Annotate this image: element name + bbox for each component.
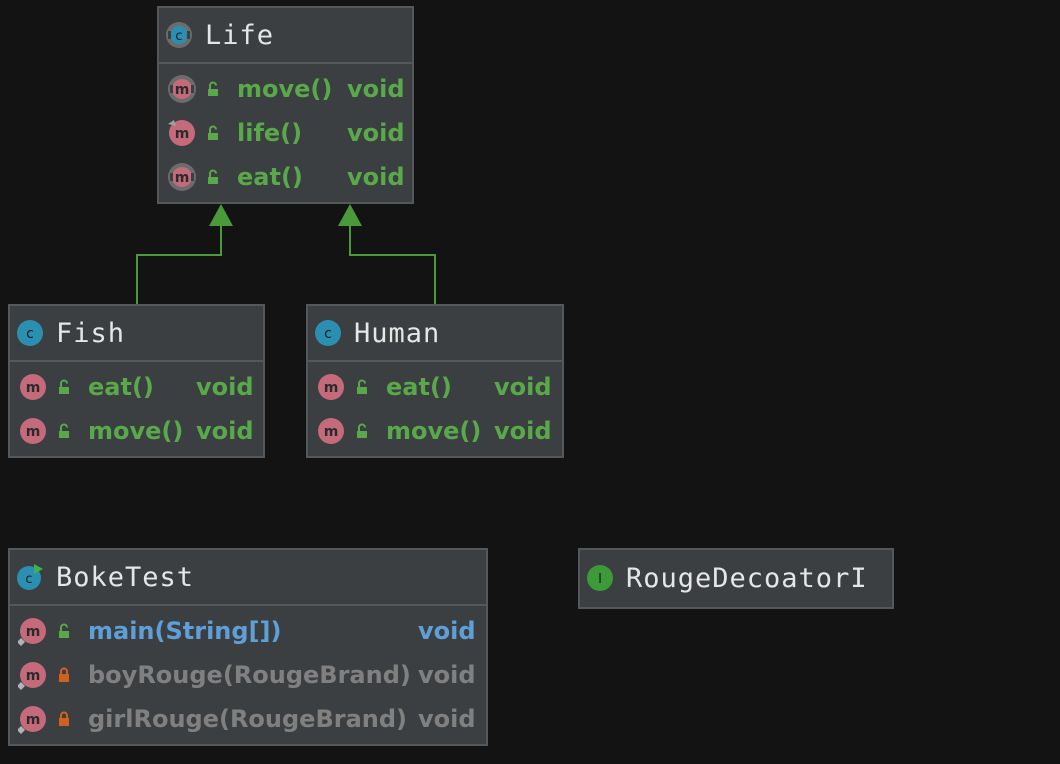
class-box-life[interactable]: c Life m move() void m: [157, 6, 414, 204]
class-header: c BokeTest: [10, 550, 486, 606]
class-box-boketest[interactable]: c BokeTest m main(String[]) void m: [8, 548, 488, 746]
interface-box-rougedecoatori[interactable]: I RougeDecoatorI: [578, 548, 894, 609]
method-row[interactable]: m eat() void: [159, 155, 412, 199]
member-list: m eat() void m move() void: [10, 362, 263, 453]
svg-text:c: c: [175, 29, 182, 44]
class-name: Human: [354, 317, 441, 349]
unlock-icon: [208, 81, 218, 96]
svg-text:m: m: [324, 424, 339, 440]
abstract-method-icon: m: [168, 75, 196, 103]
interface-icon: I: [587, 565, 613, 591]
method-row[interactable]: m move() void: [10, 409, 263, 453]
svg-text:m: m: [175, 82, 190, 98]
static-method-icon: m: [18, 706, 46, 734]
class-name: Fish: [56, 317, 126, 349]
member-list: m eat() void m move() void: [308, 362, 562, 453]
svg-text:I: I: [598, 572, 602, 587]
member-list: m move() void m life() void: [159, 64, 412, 199]
runnable-class-icon: c: [17, 564, 43, 590]
unlock-icon: [59, 379, 69, 394]
edge-fish-to-life: [136, 226, 222, 304]
method-row[interactable]: m eat() void: [10, 365, 263, 409]
edge-human-to-life: [349, 226, 436, 304]
abstract-class-icon: c: [166, 22, 192, 48]
svg-text:c: c: [324, 326, 332, 342]
method-name: eat(): [386, 373, 452, 401]
method-name: boyRouge(RougeBrand): [88, 661, 411, 689]
static-method-icon: m: [18, 618, 46, 646]
method-icon: m: [168, 120, 195, 146]
return-type: void: [196, 373, 254, 401]
method-row[interactable]: m move() void: [159, 67, 412, 111]
return-type: void: [196, 417, 254, 445]
svg-text:m: m: [26, 712, 41, 728]
return-type: void: [494, 417, 552, 445]
svg-text:m: m: [26, 624, 41, 640]
class-icon: c: [315, 320, 341, 346]
method-name: move(): [237, 75, 333, 103]
method-row[interactable]: m life() void: [159, 111, 412, 155]
unlock-icon: [59, 623, 69, 638]
method-icon: m: [318, 418, 344, 444]
method-row[interactable]: m move() void: [308, 409, 562, 453]
return-type: void: [418, 705, 476, 733]
class-header: c Human: [308, 306, 562, 362]
method-name: life(): [237, 119, 303, 147]
method-row[interactable]: m girlRouge(RougeBrand) void: [10, 697, 486, 741]
unlock-icon: [59, 423, 69, 438]
method-icon: m: [318, 374, 344, 400]
svg-text:c: c: [25, 572, 32, 587]
return-type: void: [347, 75, 405, 103]
method-row[interactable]: m main(String[]) void: [10, 609, 486, 653]
class-box-fish[interactable]: c Fish m eat() void m move: [8, 304, 265, 458]
method-icon: m: [20, 374, 46, 400]
method-name: eat(): [88, 373, 154, 401]
svg-text:m: m: [175, 126, 190, 142]
class-header: c Fish: [10, 306, 263, 362]
svg-text:m: m: [26, 380, 41, 396]
unlock-icon: [357, 379, 367, 394]
static-method-icon: m: [18, 662, 46, 690]
return-type: void: [347, 163, 405, 191]
return-type: void: [347, 119, 405, 147]
lock-icon: [59, 667, 69, 682]
method-row[interactable]: m boyRouge(RougeBrand) void: [10, 653, 486, 697]
svg-text:c: c: [26, 326, 34, 342]
return-type: void: [494, 373, 552, 401]
class-name: BokeTest: [56, 561, 195, 593]
svg-text:m: m: [324, 380, 339, 396]
unlock-icon: [208, 125, 218, 140]
arrowhead-fish-to-life: [209, 204, 233, 226]
method-name: move(): [88, 417, 184, 445]
abstract-method-icon: m: [168, 163, 196, 191]
return-type: void: [418, 661, 476, 689]
class-header: c Life: [159, 8, 412, 64]
arrowhead-human-to-life: [338, 204, 362, 226]
class-icon: c: [17, 320, 43, 346]
method-name: girlRouge(RougeBrand): [88, 705, 408, 733]
class-name: Life: [205, 19, 275, 51]
interface-header: I RougeDecoatorI: [580, 550, 892, 606]
class-box-human[interactable]: c Human m eat() void m mov: [306, 304, 564, 458]
svg-text:m: m: [26, 668, 41, 684]
unlock-icon: [208, 169, 218, 184]
svg-text:m: m: [26, 424, 41, 440]
method-name: eat(): [237, 163, 303, 191]
method-name: main(String[]): [88, 617, 282, 645]
method-name: move(): [386, 417, 482, 445]
interface-name: RougeDecoatorI: [626, 562, 868, 594]
unlock-icon: [357, 423, 367, 438]
return-type: void: [418, 617, 476, 645]
method-icon: m: [20, 418, 46, 444]
lock-icon: [59, 711, 69, 726]
svg-text:m: m: [175, 170, 190, 186]
method-row[interactable]: m eat() void: [308, 365, 562, 409]
member-list: m main(String[]) void m boyRouge(RougeBr…: [10, 606, 486, 741]
